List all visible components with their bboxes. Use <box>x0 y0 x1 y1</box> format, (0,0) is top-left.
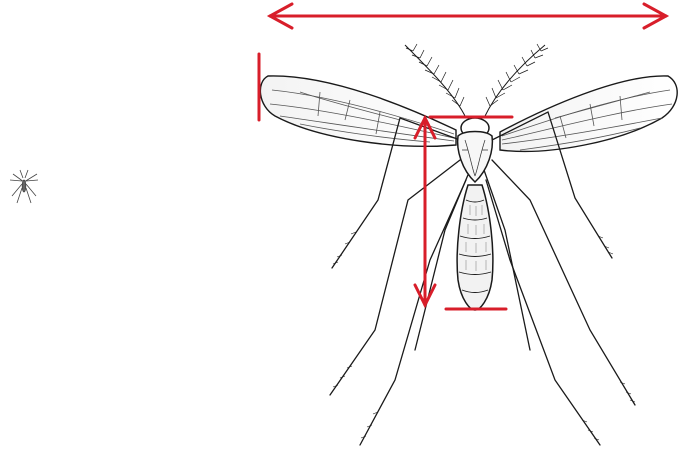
mosquito-abdomen <box>457 185 493 310</box>
left-wing <box>260 76 456 146</box>
mosquito-illustration <box>260 44 677 445</box>
antennae <box>405 44 548 118</box>
wingspan-arrow <box>270 4 666 28</box>
mosquito-thorax <box>458 132 493 183</box>
small-mosquito-icon <box>10 170 38 203</box>
right-wing <box>500 76 677 151</box>
